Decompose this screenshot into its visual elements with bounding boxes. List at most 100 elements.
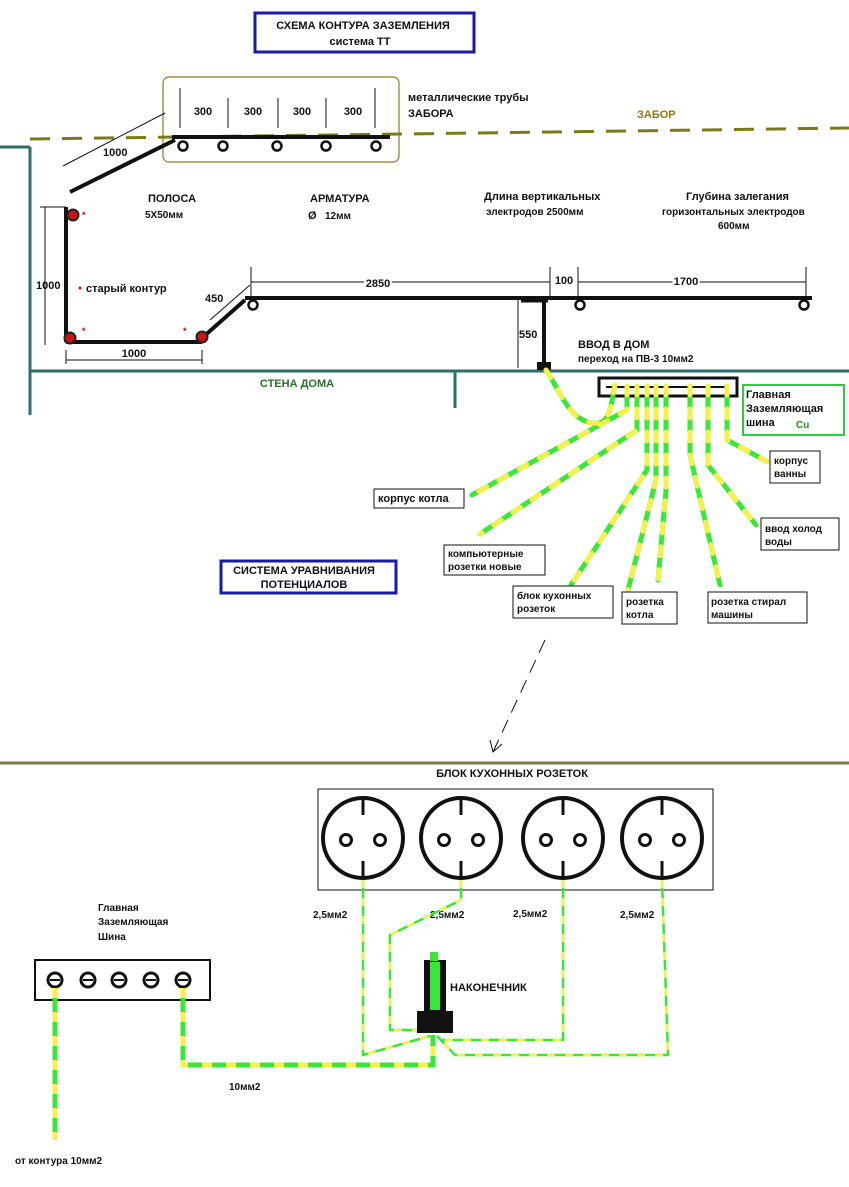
fence-pipe bbox=[177, 140, 189, 152]
dim-1700: 1700 bbox=[674, 276, 698, 288]
bus-label-1: Главная bbox=[746, 389, 791, 401]
item-kitchen-2: розеток bbox=[517, 604, 556, 615]
lug: НАКОНЕЧНИК bbox=[417, 952, 527, 1033]
equalization-title-2: ПОТЕНЦИАЛОВ bbox=[261, 579, 348, 591]
socket bbox=[321, 796, 405, 880]
diameter-icon: Ø bbox=[308, 210, 317, 222]
detail-bus-label-3: Шина bbox=[98, 932, 126, 943]
fence-spacing-2: 300 bbox=[244, 106, 262, 118]
item-washer-2: машины bbox=[711, 610, 753, 621]
depth-2: горизонтальных электродов bbox=[662, 207, 805, 218]
from-contour-label: от контура 10мм2 bbox=[15, 1156, 102, 1167]
detail-arrow bbox=[489, 639, 546, 753]
fence-spacing-4: 300 bbox=[344, 106, 362, 118]
fence-pipes-label-1: металлические трубы bbox=[408, 92, 529, 104]
detail-bus-label-2: Заземляющая bbox=[98, 917, 168, 928]
fence-label: ЗАБОР bbox=[637, 109, 676, 121]
depth-1: Глубина залегания bbox=[686, 191, 789, 203]
item-kitchen-1: блок кухонных bbox=[517, 590, 592, 602]
lug-label: НАКОНЕЧНИК bbox=[450, 982, 527, 994]
old-rod bbox=[195, 330, 209, 344]
house-entry-2: переход на ПВ-3 10мм2 bbox=[578, 354, 694, 365]
wire-label-4: 2,5мм2 bbox=[620, 910, 655, 921]
rod bbox=[574, 299, 586, 311]
depth-3: 600мм bbox=[718, 221, 749, 232]
old-contour-vertical-dim: 1000 bbox=[36, 280, 60, 292]
fence: ЗАБОР 300 300 300 300 металлические труб… bbox=[29, 76, 849, 163]
item-boiler-socket-2: котла bbox=[626, 610, 654, 621]
socket-block bbox=[317, 788, 714, 891]
title-box: СХЕМА КОНТУРА ЗАЗЕМЛЕНИЯ система ТТ bbox=[253, 11, 476, 54]
item-bath-1: корпус bbox=[774, 456, 808, 467]
bus-screw-icon bbox=[79, 971, 97, 989]
house-entry-1: ВВОД В ДОМ bbox=[578, 339, 649, 351]
strip-label: ПОЛОСА bbox=[148, 193, 196, 205]
item-cold-water-1: ввод холод bbox=[765, 524, 823, 535]
main-wire-label: 10мм2 bbox=[229, 1082, 261, 1093]
diagonal-450-dim: 450 bbox=[205, 293, 223, 305]
detail-bus-label-1: Главная bbox=[98, 903, 139, 914]
item-computer-2: розетки новые bbox=[448, 562, 522, 573]
wire-label-3: 2,5мм2 bbox=[513, 909, 548, 920]
socket bbox=[419, 796, 503, 880]
star-marker: * bbox=[183, 326, 187, 336]
fence-spacing-1: 300 bbox=[194, 106, 212, 118]
bus-label-2: Заземляющая bbox=[746, 403, 823, 415]
new-contour: 2850 100 1700 550 ВВОД В ДОМ переход на … bbox=[245, 267, 812, 370]
kitchen-detail-title: БЛОК КУХОННЫХ РОЗЕТОК bbox=[436, 768, 588, 780]
equalization-items: корпус котла компьютерные розетки новые … bbox=[373, 450, 840, 625]
bus-label-3: шина bbox=[746, 417, 776, 429]
bus-screw-icon bbox=[46, 971, 64, 989]
info-labels: ПОЛОСА 5Х50мм АРМАТУРА Ø 12мм Длина верт… bbox=[145, 191, 805, 232]
title-line-1: СХЕМА КОНТУРА ЗАЗЕМЛЕНИЯ bbox=[276, 20, 450, 32]
fence-spacing-3: 300 bbox=[293, 106, 311, 118]
old-contour-label: старый контур bbox=[86, 283, 167, 295]
title-line-2: система ТТ bbox=[330, 36, 391, 48]
item-bath-2: ванны bbox=[774, 469, 806, 480]
detail-bus: Главная Заземляющая Шина bbox=[34, 903, 211, 1001]
pe-wires-upper bbox=[469, 367, 771, 593]
vertical-electrodes-1: Длина вертикальных bbox=[484, 191, 601, 203]
old-contour: 1000 1000 1000 450 * * * старый контур bbox=[36, 112, 251, 364]
item-computer-1: компьютерные bbox=[448, 549, 524, 560]
rebar-label: АРМАТУРА bbox=[310, 193, 370, 205]
fence-pipe bbox=[217, 140, 229, 152]
item-boiler-socket-1: розетка bbox=[626, 597, 664, 608]
diagonal-dim: 1000 bbox=[103, 147, 127, 159]
equalization-title-box: СИСТЕМА УРАВНИВАНИЯ ПОТЕНЦИАЛОВ bbox=[219, 559, 398, 595]
equalization-title-1: СИСТЕМА УРАВНИВАНИЯ bbox=[233, 565, 375, 577]
house-wall-label: СТЕНА ДОМА bbox=[260, 378, 334, 390]
house-walls: СТЕНА ДОМА bbox=[0, 145, 849, 415]
socket-pe-wires bbox=[361, 879, 670, 1057]
main-pe-wires bbox=[52, 988, 436, 1140]
rod bbox=[798, 299, 810, 311]
item-washer-1: розетка стирал bbox=[711, 597, 786, 608]
rod bbox=[247, 299, 259, 311]
vertical-electrodes-2: электродов 2500мм bbox=[486, 207, 583, 218]
star-marker: * bbox=[82, 326, 86, 336]
strip-size: 5Х50мм bbox=[145, 210, 183, 221]
old-rod bbox=[63, 331, 77, 345]
old-contour-bottom-dim: 1000 bbox=[122, 348, 146, 360]
fence-pipe bbox=[320, 140, 332, 152]
wire-label-2: 2,5мм2 bbox=[430, 910, 465, 921]
wire-label-1: 2,5мм2 bbox=[313, 910, 348, 921]
dim-550: 550 bbox=[519, 329, 537, 341]
fence-pipe bbox=[271, 140, 283, 152]
bus-cu-label: Cu bbox=[796, 420, 809, 431]
dim-100: 100 bbox=[555, 275, 573, 287]
dim-2850: 2850 bbox=[366, 278, 390, 290]
item-cold-water-2: воды bbox=[765, 537, 792, 548]
socket bbox=[521, 796, 605, 880]
fence-pipes-label-2: ЗАБОРА bbox=[408, 108, 454, 120]
bus-screw-icon bbox=[174, 971, 192, 989]
star-marker: * bbox=[82, 210, 86, 220]
fence-pipe bbox=[370, 140, 382, 152]
rebar-size: 12мм bbox=[325, 211, 351, 222]
old-rod bbox=[66, 208, 80, 222]
bus-screw-icon bbox=[142, 971, 160, 989]
item-boiler-case: корпус котла bbox=[378, 493, 449, 505]
bus-screw-icon bbox=[110, 971, 128, 989]
